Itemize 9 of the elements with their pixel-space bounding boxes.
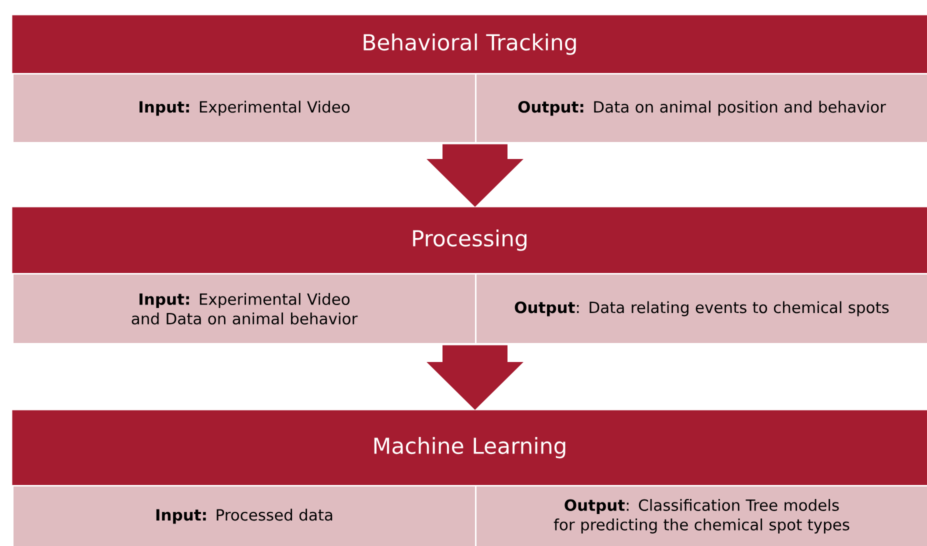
stage-header: Behavioral Tracking — [12, 15, 927, 74]
io-cell: Output: Classification Tree models for predicting the chemical spot types — [475, 485, 927, 546]
io-cell: Output: Data relating events to chemical spots — [475, 273, 927, 344]
io-cell: Output: Data on animal position and behavior — [475, 73, 927, 144]
io-cell: Input: Processed data — [12, 485, 476, 546]
io-cell: Input: Experimental Video and Data on animal behavior — [12, 273, 476, 344]
io-cell: Input: Experimental Video — [12, 73, 476, 144]
stage-header: Machine Learning — [12, 410, 927, 486]
stage-header: Processing — [12, 207, 927, 274]
